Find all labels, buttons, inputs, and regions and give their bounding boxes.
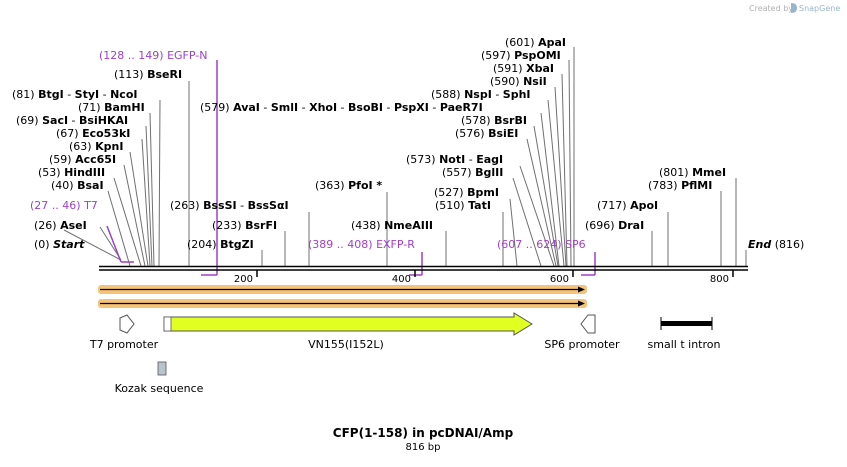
site-bglii[interactable]: (557) BglII: [442, 166, 503, 179]
site-end[interactable]: End (816): [748, 238, 804, 251]
site-nspi[interactable]: (588) NspI - SphI: [431, 88, 531, 101]
site-tati[interactable]: (510) TatI: [435, 199, 491, 212]
leader-start: [63, 229, 122, 261]
credit-brand: SnapGene: [799, 4, 840, 13]
site-bsrfi[interactable]: (233) BsrFI: [212, 219, 277, 232]
leader-bpmi: [509, 198, 518, 267]
leader-acc65i: [123, 164, 146, 267]
ruler-label-800: 800: [710, 274, 729, 285]
feature-t7-promoter[interactable]: T7 promoter: [89, 314, 159, 351]
feature-label-t7-promoter: T7 promoter: [89, 338, 159, 351]
site-bsssi[interactable]: (263) BssSI - BssSαI: [170, 199, 289, 212]
site-pspomi[interactable]: (597) PspOMI: [481, 49, 561, 62]
leader-noti: [519, 165, 555, 267]
site-avai[interactable]: (579) AvaI - SmlI - XhoI - BsoBI - PspXI…: [200, 101, 483, 114]
leader-avai: [540, 112, 560, 267]
site-bpmi[interactable]: (527) BpmI: [434, 186, 499, 199]
site-start[interactable]: (0) Start: [34, 238, 85, 251]
primer-egfp-n-mark: [201, 60, 218, 276]
site-nsii[interactable]: (590) NsiI: [490, 75, 547, 88]
feature-label-vn155: VN155(I152L): [308, 338, 384, 351]
track-arrow-right-icon-2: [578, 300, 585, 307]
site-bsiei[interactable]: (576) BsiEI: [455, 127, 518, 140]
primer-t7-mark: [106, 225, 134, 263]
site-saci[interactable]: (69) SacI - BsiHKAI: [16, 114, 128, 127]
leader-nspi: [547, 99, 565, 267]
feature-kozak-sequence[interactable]: Kozak sequence: [115, 361, 204, 395]
site-bamhi[interactable]: (71) BamHI: [78, 101, 145, 114]
leader-bamhi: [149, 112, 155, 267]
leader-nsii: [554, 86, 567, 267]
leader-hindiii: [113, 177, 142, 267]
cds-start-marker: [163, 316, 172, 332]
site-bseri[interactable]: (113) BseRI: [114, 68, 182, 81]
cds-arrow-icon: [163, 312, 533, 336]
site-kpni[interactable]: (63) KpnI: [69, 140, 123, 153]
feature-label-small-t-intron: small t intron: [648, 338, 721, 351]
site-bsai[interactable]: (40) BsaI: [51, 179, 104, 192]
site-labels: (0) Start (26) AseI (40) BsaI (53) HindI…: [12, 36, 804, 251]
site-pflmi[interactable]: (783) PflMI: [648, 179, 712, 192]
site-btgzi[interactable]: (204) BtgZI: [187, 238, 254, 251]
site-apoi[interactable]: (717) ApoI: [597, 199, 658, 212]
leader-bsrbi: [533, 125, 559, 267]
ruler-label-200: 200: [234, 274, 253, 285]
leader-bsiei: [526, 138, 557, 267]
site-nmeaiii[interactable]: (438) NmeAIII: [351, 219, 433, 232]
ruler-label-600: 600: [550, 274, 569, 285]
site-noti[interactable]: (573) NotI - EagI: [406, 153, 503, 166]
site-apai[interactable]: (601) ApaI: [505, 36, 566, 49]
kozak-marker: [157, 361, 167, 376]
leader-bsai: [107, 190, 131, 267]
primer-sp6[interactable]: (607 .. 624) SP6: [497, 238, 586, 251]
site-asei[interactable]: (26) AseI: [34, 219, 87, 232]
leader-bglii: [512, 177, 542, 267]
promoter-arrow-right-icon: [119, 314, 135, 334]
site-pfoi[interactable]: (363) PfoI *: [315, 179, 382, 192]
ruler-label-400: 400: [392, 274, 411, 285]
primer-t7[interactable]: (27 .. 46) T7: [30, 199, 98, 212]
site-leader-lines: [63, 47, 747, 267]
highlight-tracks: [98, 285, 587, 308]
primer-sp6-mark: [581, 252, 596, 276]
map-subtitle: 816 bp: [406, 442, 441, 453]
feature-label-kozak: Kozak sequence: [115, 382, 204, 395]
site-drai[interactable]: (696) DraI: [585, 219, 644, 232]
site-bsrbi[interactable]: (578) BsrBI: [461, 114, 527, 127]
leader-pspomi: [568, 59, 572, 267]
ruler: 200 400 600 800: [234, 270, 734, 285]
intron-bar: [661, 321, 712, 326]
primer-markers: [106, 60, 596, 276]
sequence-backbone: [99, 265, 748, 271]
leader-btgi: [158, 99, 161, 267]
leader-kpni: [129, 151, 149, 267]
site-acc65i[interactable]: (59) Acc65I: [49, 153, 116, 166]
primer-labels: (128 .. 149) EGFP-N (27 .. 46) T7 (389 .…: [30, 49, 586, 251]
leader-xbai: [561, 73, 568, 267]
track-arrow-right-icon: [578, 286, 585, 293]
credit-prefix: Created by: [749, 4, 793, 13]
site-mmei[interactable]: (801) MmeI: [659, 166, 726, 179]
feature-small-t-intron[interactable]: small t intron: [648, 317, 721, 351]
site-xbai[interactable]: (591) XbaI: [493, 62, 554, 75]
snapgene-logo-icon: [791, 3, 797, 13]
map-title: CFP(1-158) in pcDNAI/Amp: [333, 426, 514, 440]
site-btgi[interactable]: (81) BtgI - StyI - NcoI: [12, 88, 137, 101]
credit-badge[interactable]: Created by SnapGene: [749, 3, 840, 13]
leader-eco53ki: [141, 138, 151, 267]
primer-egfp-n[interactable]: (128 .. 149) EGFP-N: [99, 49, 207, 62]
site-eco53ki[interactable]: (67) Eco53kI: [56, 127, 130, 140]
promoter-arrow-left-icon: [580, 314, 596, 334]
feature-label-sp6-promoter: SP6 promoter: [544, 338, 620, 351]
feature-sp6-promoter[interactable]: SP6 promoter: [544, 314, 620, 351]
feature-vn155[interactable]: VN155(I152L): [163, 312, 533, 351]
leader-saci: [145, 125, 153, 267]
primer-exfp-r[interactable]: (389 .. 408) EXFP-R: [308, 238, 415, 251]
site-hindiii[interactable]: (53) HindIII: [38, 166, 105, 179]
